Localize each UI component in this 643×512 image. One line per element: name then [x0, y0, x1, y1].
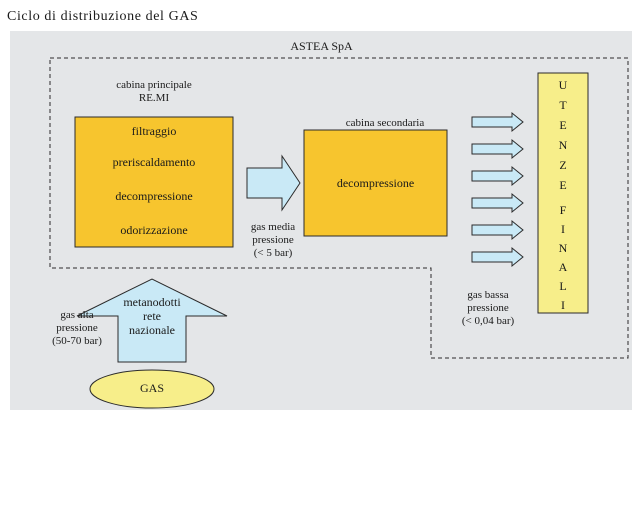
utenze-finali-box [537, 72, 589, 314]
small-arrow-6 [471, 246, 524, 268]
metanodotti-line3: nazionale [129, 323, 175, 337]
cabina-principale-box [74, 116, 234, 248]
utenze-letter-1: U [558, 78, 568, 92]
step-preriscaldamento: preriscaldamento [112, 155, 196, 169]
gas-alta-label: gas alta pressione (50-70 bar) [40, 309, 114, 348]
small-arrow-4 [471, 192, 524, 214]
metanodotti-label: metanodotti rete nazionale [118, 295, 186, 337]
finali-letter-1: F [559, 203, 567, 217]
step-odorizzazione: odorizzazione [120, 223, 188, 237]
gas-alta-line1: gas alta [60, 309, 94, 321]
small-arrow-5 [471, 219, 524, 241]
gas-media-label: gas media pressione (< 5 bar) [236, 221, 310, 260]
utenze-letter-6: E [559, 178, 567, 192]
cabina-secondaria-step: decompressione [336, 176, 415, 190]
step-decompressione: decompressione [115, 189, 193, 203]
small-arrow-2 [471, 138, 524, 160]
gas-ellipse [89, 369, 215, 409]
gas-media-line3: (< 5 bar) [253, 247, 293, 259]
cabina-principale-label-line2: RE.MI [138, 92, 170, 104]
finali-letter-5: L [559, 279, 567, 293]
arrow-metanodotti [76, 278, 228, 363]
gas-source-label: GAS [139, 381, 164, 395]
cabina-principale-label: cabina principale RE.MI [88, 79, 220, 105]
gas-alta-line2: pressione [56, 322, 98, 334]
cabina-principale-steps: filtraggio preriscaldamento decompressio… [75, 117, 233, 247]
utenze-letter-5: Z [559, 158, 567, 172]
cabina-principale-label-line1: cabina principale [116, 79, 192, 91]
gas-bassa-label: gas bassa pressione (< 0,04 bar) [446, 289, 530, 328]
company-label: ASTEA SpA [290, 39, 353, 53]
gas-alta-line3: (50-70 bar) [52, 335, 102, 347]
gas-media-line2: pressione [252, 234, 294, 246]
arrow-media-pressione [246, 154, 301, 212]
small-arrow-1 [471, 111, 524, 133]
finali-letter-2: I [561, 222, 565, 236]
utenze-letter-2: T [559, 98, 567, 112]
utenze-letter-4: N [558, 138, 568, 152]
gas-bassa-line3: (< 0,04 bar) [461, 315, 515, 327]
finali-letter-6: I [561, 298, 565, 312]
finali-letter-4: A [558, 260, 568, 274]
gas-bassa-line2: pressione [467, 302, 509, 314]
cabina-secondaria-box [303, 129, 448, 237]
metanodotti-line2: rete [143, 309, 161, 323]
gas-bassa-line1: gas bassa [467, 289, 509, 301]
astea-boundary [49, 57, 629, 359]
step-filtraggio: filtraggio [131, 124, 177, 138]
cabina-secondaria-label: cabina secondaria [345, 117, 425, 129]
small-arrow-3 [471, 165, 524, 187]
finali-letter-3: N [558, 241, 568, 255]
page-title: Ciclo di distribuzione del GAS [7, 9, 199, 24]
metanodotti-line1: metanodotti [123, 295, 181, 309]
utenze-letter-3: E [559, 118, 567, 132]
arrows-bassa-pressione [471, 111, 524, 268]
gas-media-line1: gas media [250, 221, 296, 233]
